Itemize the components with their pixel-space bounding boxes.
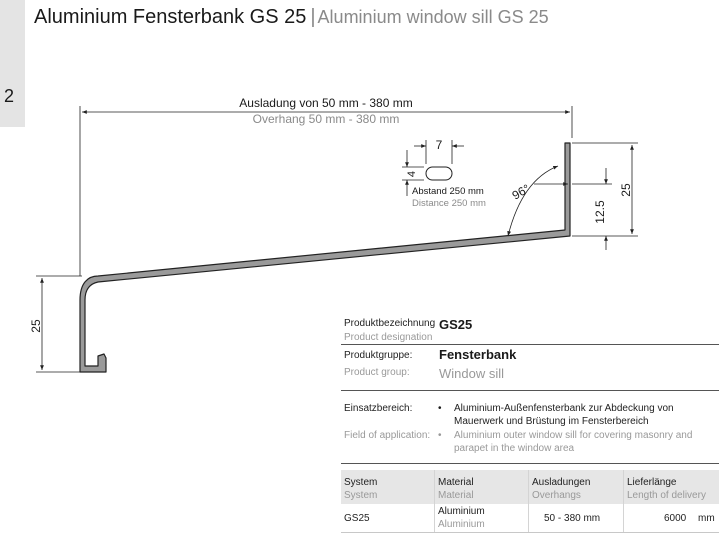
overhang-label-en: Overhang 50 mm - 380 mm [253, 112, 400, 126]
chapter-tab: 2 [0, 0, 25, 127]
page-title: Aluminium Fensterbank GS 25|Aluminium wi… [34, 6, 549, 29]
height-right-label: 25 [619, 183, 633, 197]
application-label-en: Field of application: [344, 430, 431, 441]
group-value-en: Window sill [439, 366, 505, 381]
divider [341, 390, 719, 391]
designation-label-de: Produktbezeichnung [344, 318, 436, 329]
row-length-unit: mm [698, 513, 715, 524]
divider [341, 463, 719, 464]
col-header-length-en: Length of delivery [627, 490, 706, 501]
divider [341, 344, 719, 345]
spec-table-header [341, 470, 719, 504]
group-value-de: Fensterbank [439, 347, 517, 362]
title-english: Aluminium window sill GS 25 [317, 7, 549, 27]
title-separator: | [310, 6, 316, 28]
application-bullet-de: • [438, 403, 442, 414]
col-header-system-de: System [344, 477, 378, 488]
slot-width-label: 7 [436, 138, 443, 152]
application-text-en: Aluminium outer window sill for covering… [454, 430, 693, 454]
col-header-material-en: Material [438, 490, 474, 501]
height-left-label: 25 [29, 319, 43, 333]
table-column-divider [528, 470, 529, 532]
table-column-divider [623, 470, 624, 532]
row-length: 6000 [664, 513, 687, 524]
col-header-overhangs-de: Ausladungen [532, 477, 591, 488]
group-label-en: Product group: [344, 367, 410, 378]
angle-label: 96° [510, 181, 533, 202]
mid-height-label: 12.5 [593, 200, 607, 224]
group-label-de: Produktgruppe: [344, 350, 413, 361]
designation-label-en: Product designation [344, 332, 433, 343]
application-text-de: Aluminium-Außenfensterbank zur Abdeckung… [454, 403, 674, 427]
drainage-slot [425, 166, 453, 181]
sill-profile [79, 142, 571, 373]
col-header-system-en: System [344, 490, 378, 501]
row-material-en: Aluminium [438, 519, 485, 530]
overhang-label-de: Ausladung von 50 mm - 380 mm [239, 96, 412, 110]
col-header-overhangs-en: Overhangs [532, 490, 581, 501]
chapter-number: 2 [4, 86, 15, 106]
title-german: Aluminium Fensterbank GS 25 [34, 6, 307, 28]
slot-height-label: 4 [406, 171, 418, 177]
table-column-divider [434, 470, 435, 532]
row-system: GS25 [344, 513, 370, 524]
spacing-label-de: Abstand 250 mm [412, 186, 484, 197]
col-header-material-de: Material [438, 477, 474, 488]
row-overhang: 50 - 380 mm [544, 513, 601, 524]
table-bottom-border [341, 532, 719, 533]
angle-arc [507, 165, 559, 237]
col-header-length-de: Lieferlänge [627, 477, 677, 488]
row-material-de: Aluminium [438, 506, 485, 517]
designation-value: GS25 [439, 317, 473, 332]
spacing-label-en: Distance 250 mm [412, 198, 486, 209]
application-bullet-en: • [438, 430, 442, 441]
application-label-de: Einsatzbereich: [344, 403, 413, 414]
